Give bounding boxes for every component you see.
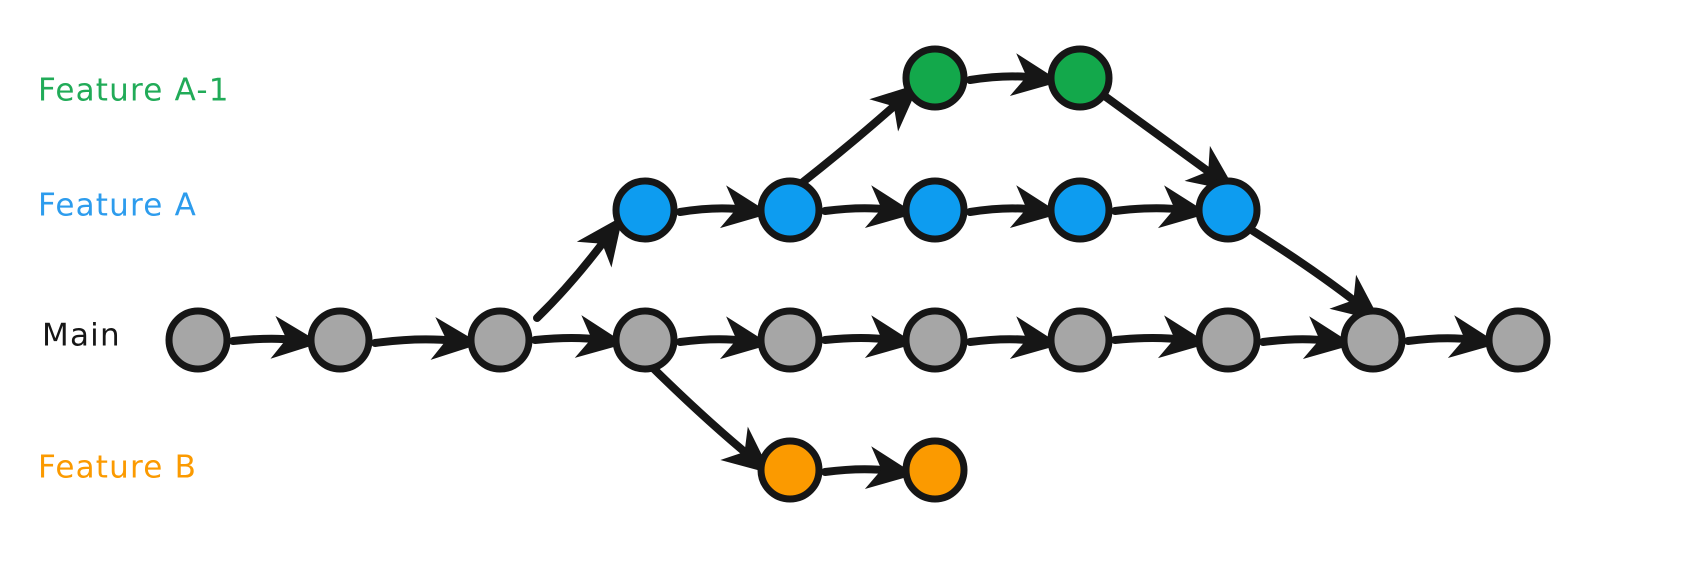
- commit-node-feature-a-2[interactable]: [757, 177, 823, 243]
- edge-main-4-5: [676, 316, 771, 360]
- edge-main-7-8: [1111, 315, 1209, 359]
- lane-label-main: Main: [42, 318, 121, 354]
- edge-main-6-7: [966, 316, 1061, 359]
- edges-feature-b: [821, 446, 916, 489]
- commit-node-feature-a-1-1[interactable]: [902, 45, 968, 111]
- edges-main: [229, 315, 1499, 360]
- edges-branch-merge: [533, 83, 1381, 474]
- commit-node-main-4[interactable]: [612, 307, 678, 373]
- commit-node-main-7[interactable]: [1047, 307, 1113, 373]
- commit-node-feature-a-4[interactable]: [1047, 177, 1113, 243]
- commit-node-feature-a-5[interactable]: [1195, 177, 1261, 243]
- commit-node-main-8[interactable]: [1195, 307, 1261, 373]
- nodes-feature-a-1: [902, 45, 1113, 111]
- edge-feature-a-1-2: [676, 185, 771, 229]
- edge-main-5-6: [821, 315, 916, 358]
- nodes-feature-a: [612, 177, 1261, 243]
- commit-node-main-10[interactable]: [1485, 307, 1551, 373]
- lane-label-feature-a: Feature A: [38, 188, 197, 224]
- edge-branch-feature-a-to-feature-a-1: [799, 83, 920, 186]
- commit-node-feature-b-2[interactable]: [902, 437, 968, 503]
- lane-label-feature-a-1: Feature A-1: [38, 73, 230, 109]
- commit-node-main-9[interactable]: [1340, 307, 1406, 373]
- lane-label-feature-b: Feature B: [38, 450, 197, 486]
- edge-feature-b-1-2: [821, 446, 916, 489]
- edges-feature-a: [676, 185, 1209, 229]
- edges-feature-a-1: [966, 53, 1061, 96]
- lane-labels: Feature A-1 Feature A Main Feature B: [38, 73, 230, 486]
- edge-main-9-10: [1404, 315, 1499, 358]
- edge-branch-main-to-feature-b: [650, 365, 772, 474]
- commit-node-feature-a-1[interactable]: [612, 177, 678, 243]
- commit-node-main-2[interactable]: [307, 307, 373, 373]
- commit-node-feature-a-3[interactable]: [902, 177, 968, 243]
- edge-main-3-4: [531, 315, 626, 358]
- commit-node-feature-b-1[interactable]: [757, 437, 823, 503]
- edge-feature-a-3-4: [966, 185, 1061, 228]
- edge-feature-a1-1-2: [966, 53, 1061, 96]
- edge-merge-feature-a-1-to-feature-a: [1102, 93, 1237, 192]
- edge-main-8-9: [1259, 316, 1354, 359]
- commit-node-main-6[interactable]: [902, 307, 968, 373]
- nodes-feature-b: [757, 437, 968, 503]
- commit-node-main-3[interactable]: [467, 307, 533, 373]
- edge-feature-a-2-3: [821, 185, 916, 228]
- commit-node-feature-a-1-2[interactable]: [1047, 45, 1113, 111]
- edge-merge-feature-a-to-main: [1249, 227, 1381, 322]
- commit-node-main-1[interactable]: [165, 307, 231, 373]
- nodes-main: [165, 307, 1551, 373]
- edge-main-2-3: [371, 316, 481, 360]
- commit-node-main-5[interactable]: [757, 307, 823, 373]
- edge-feature-a-4-5: [1111, 185, 1209, 229]
- edge-main-1-2: [229, 315, 321, 359]
- edge-branch-main-to-feature-a: [533, 216, 623, 322]
